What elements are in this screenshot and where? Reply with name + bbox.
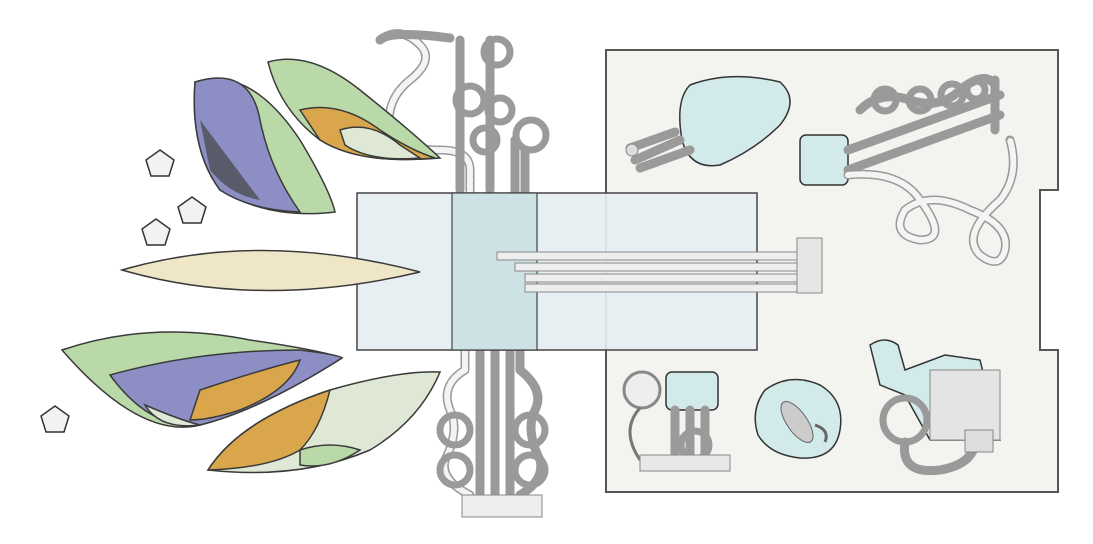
slide-tower-bottom-left [622,370,731,472]
outdoor-slides-bottom [436,345,549,518]
slide-complex-top-right [799,74,1018,266]
leaf-top [267,58,442,161]
leaf-bottom [206,371,442,474]
pool-play-structure [780,401,828,443]
leaf-top-left [193,77,336,215]
leaf-bottom-left [60,331,344,428]
slide-complex-bottom-right [869,339,1001,476]
lens-pool [119,249,421,292]
pool-top-slide [625,127,695,173]
pentagon-seat-4 [40,405,70,433]
pentagon-seat-1 [145,149,175,177]
pentagon-seat-3 [141,218,171,246]
outdoor-slides-top [375,29,550,205]
lazy-river-channels [496,237,823,294]
pentagon-seat-2 [177,196,207,224]
